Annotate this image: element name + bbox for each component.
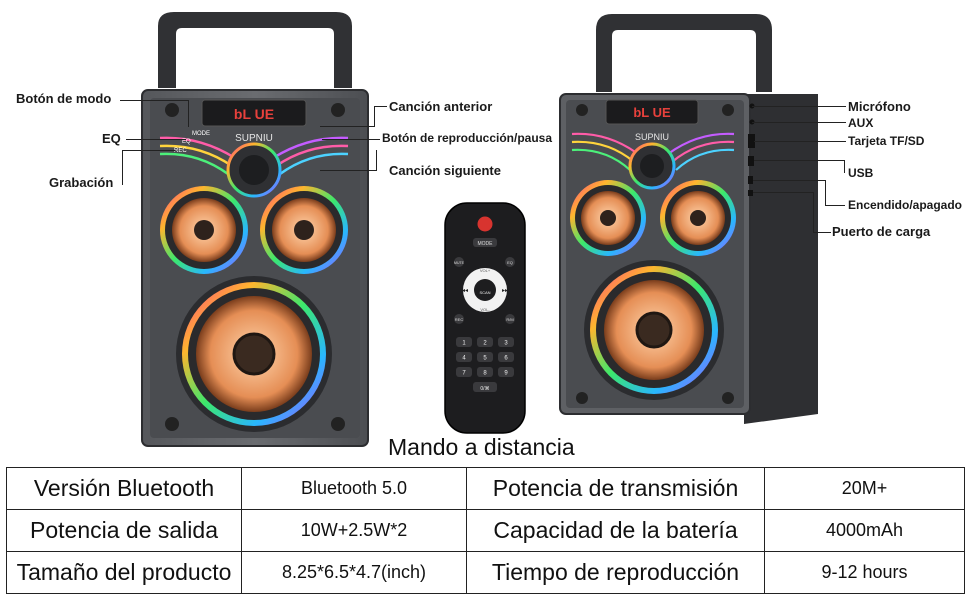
side-brand-logo: SUPNIU — [635, 132, 669, 142]
remote-vol-down: VOL- — [480, 307, 490, 312]
charge-leader — [753, 192, 814, 233]
mode-button-leader — [120, 100, 189, 127]
table-row: Potencia de salida 10W+2.5W*2 Capacidad … — [6, 509, 965, 552]
remote-number-label: 4 — [462, 356, 466, 362]
tf-leader — [754, 141, 846, 142]
previous-song-leader — [374, 106, 387, 127]
side-speaker-image: bL UE SUPNIU — [559, 14, 818, 424]
spec-value: 20M+ — [764, 467, 965, 510]
power-leader-2 — [825, 205, 845, 206]
remote-vol-up: VOL+ — [480, 268, 491, 273]
remote-mute-key: MUTE — [454, 261, 465, 265]
spec-label: Tamaño del producto — [6, 551, 242, 594]
power-switch-icon — [748, 176, 753, 184]
front-speaker-image: bL UE SUPNIU MODE EQ REC — [141, 12, 369, 447]
spec-value: Bluetooth 5.0 — [241, 467, 467, 510]
remote-number-key — [456, 367, 472, 377]
tf-slot-icon — [748, 134, 755, 148]
remote-number-key — [477, 352, 493, 362]
remote-number-label: 1 — [462, 341, 466, 347]
spec-label: Capacidad de la batería — [466, 509, 765, 552]
usb-callout: USB — [848, 166, 874, 180]
remote-number-key — [477, 337, 493, 347]
remote-control-image: MODE MUTE EQ VOL+ VOL- SCAN ◂◂ ▸▸ REC R/… — [444, 202, 526, 434]
play-pause-leader — [322, 139, 380, 140]
power-key-icon — [477, 216, 493, 232]
brand-logo: SUPNIU — [235, 133, 273, 144]
charge-port-icon — [748, 190, 753, 196]
remote-caption: Mando a distancia — [388, 434, 575, 460]
play-pause-callout: Botón de reproducción/pausa — [382, 131, 553, 145]
power-callout: Encendido/apagado — [848, 198, 963, 212]
aux-leader — [752, 122, 846, 123]
spec-label: Tiempo de reproducción — [466, 551, 765, 594]
rec-label: REC — [174, 148, 187, 154]
spec-label: Potencia de transmisión — [466, 467, 765, 510]
usb-leader — [754, 160, 845, 173]
remote-number-label: 9 — [504, 371, 508, 377]
mic-leader — [752, 106, 846, 107]
remote-zero-key: 0/⌘ — [480, 386, 489, 392]
remote-number-label: 8 — [483, 371, 487, 377]
table-row: Tamaño del producto 8.25*6.5*4.7(inch) T… — [6, 551, 965, 594]
remote-mode-key: MODE — [478, 241, 494, 247]
spec-label: Versión Bluetooth — [6, 467, 242, 510]
remote-number-label: 5 — [483, 356, 487, 362]
remote-eq-key: EQ — [507, 260, 513, 265]
remote-rm-key: R/M — [506, 317, 513, 322]
charging-port-callout: Puerto de carga — [832, 224, 931, 239]
remote-rec-key: REC — [455, 317, 464, 322]
charge-leader-2 — [813, 232, 831, 233]
remote-number-label: 6 — [504, 356, 508, 362]
microphone-callout: Micrófono — [848, 99, 911, 114]
remote-number-key — [498, 352, 514, 362]
remote-number-key — [498, 337, 514, 347]
previous-song-callout: Canción anterior — [389, 99, 493, 114]
mode-button-callout: Botón de modo — [16, 91, 112, 106]
remote-number-key — [456, 337, 472, 347]
power-leader — [753, 180, 826, 206]
remote-number-key — [477, 367, 493, 377]
remote-number-label: 7 — [462, 371, 466, 377]
tf-card-callout: Tarjeta TF/SD — [848, 134, 925, 148]
spec-value: 4000mAh — [764, 509, 965, 552]
remote-number-label: 2 — [483, 341, 487, 347]
side-display-readout: bL UE — [633, 105, 671, 120]
table-row: Versión Bluetooth Bluetooth 5.0 Potencia… — [6, 467, 965, 510]
spec-value: 8.25*6.5*4.7(inch) — [241, 551, 467, 594]
spec-value: 10W+2.5W*2 — [241, 509, 467, 552]
recording-leader — [122, 150, 175, 185]
remote-number-key — [498, 367, 514, 377]
remote-number-label: 3 — [504, 341, 508, 347]
spec-table: Versión Bluetooth Bluetooth 5.0 Potencia… — [6, 467, 965, 594]
remote-number-key — [456, 352, 472, 362]
display-readout: bL UE — [234, 106, 274, 122]
remote-prev-icon: ◂◂ — [462, 288, 468, 294]
remote-scan-key: SCAN — [479, 290, 490, 295]
aux-callout: AUX — [848, 116, 874, 130]
previous-song-leader-2 — [320, 126, 374, 127]
next-song-leader — [320, 150, 377, 171]
eq-leader — [126, 139, 186, 140]
remote-next-icon: ▸▸ — [502, 288, 508, 294]
next-song-callout: Canción siguiente — [389, 163, 501, 178]
usb-port-icon — [748, 156, 754, 166]
eq-label: EQ — [182, 139, 191, 145]
recording-callout: Grabación — [49, 175, 114, 190]
spec-label: Potencia de salida — [6, 509, 242, 552]
eq-callout: EQ — [102, 131, 121, 146]
spec-value: 9-12 hours — [764, 551, 965, 594]
mode-label: MODE — [192, 131, 210, 137]
